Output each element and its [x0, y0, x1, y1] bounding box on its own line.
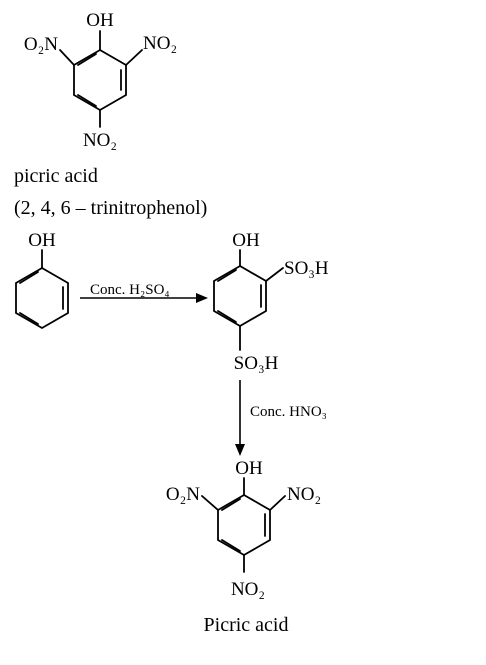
benzene-ring — [15, 266, 69, 330]
no2-bottom-label: NO₂ — [83, 130, 117, 151]
o2n-left-label: O₂N — [24, 34, 58, 55]
double-bond — [77, 94, 97, 107]
double-bond — [19, 271, 39, 284]
arrow-head — [235, 444, 245, 456]
step1-reagent-label: Conc. H₂SO₄ — [90, 282, 170, 298]
step2-arrow: Conc. HNO₃ — [235, 380, 327, 456]
bond-no2-left — [59, 49, 75, 66]
systematic-name: (2, 4, 6 – trinitrophenol) — [14, 197, 207, 219]
oh-label: OH — [235, 458, 263, 479]
double-bond — [221, 498, 241, 511]
bond-so3h-right — [265, 267, 284, 282]
no2-right-label: NO₂ — [143, 33, 177, 54]
picric-acid-name: picric acid — [14, 165, 98, 187]
oh-label: OH — [28, 230, 56, 251]
step1-arrow: Conc. H₂SO₄ — [80, 282, 208, 303]
o2n-left-label: O₂N — [166, 484, 200, 505]
so3h-bottom-label: SO₃H — [234, 353, 279, 374]
bond-no2-right — [125, 49, 143, 66]
oh-label: OH — [86, 10, 114, 31]
bond-no2-right — [269, 495, 286, 511]
double-bond — [217, 310, 237, 323]
no2-bottom-label: NO₂ — [231, 579, 265, 600]
product-name: Picric acid — [204, 614, 289, 636]
picric-acid-structure: OH O₂N NO₂ NO₂ — [24, 10, 177, 151]
double-bond — [77, 53, 97, 66]
bond-no2-left — [201, 495, 219, 511]
step2-reagent-label: Conc. HNO₃ — [250, 404, 327, 420]
product-structure: OH O₂N NO₂ NO₂ — [166, 458, 321, 600]
no2-right-label: NO₂ — [287, 484, 321, 505]
benzene-ring — [213, 264, 267, 328]
benzene-ring — [73, 48, 127, 112]
phenol-structure: OH — [15, 230, 69, 330]
so3h-right-label: SO₃H — [284, 258, 329, 279]
benzene-ring — [217, 493, 271, 557]
double-bond — [221, 539, 241, 552]
arrow-head — [196, 293, 208, 303]
double-bond — [217, 269, 237, 282]
double-bond — [19, 312, 39, 325]
oh-label: OH — [232, 230, 260, 251]
sulfonic-acid-structure: OH SO₃H SO₃H — [213, 230, 329, 374]
